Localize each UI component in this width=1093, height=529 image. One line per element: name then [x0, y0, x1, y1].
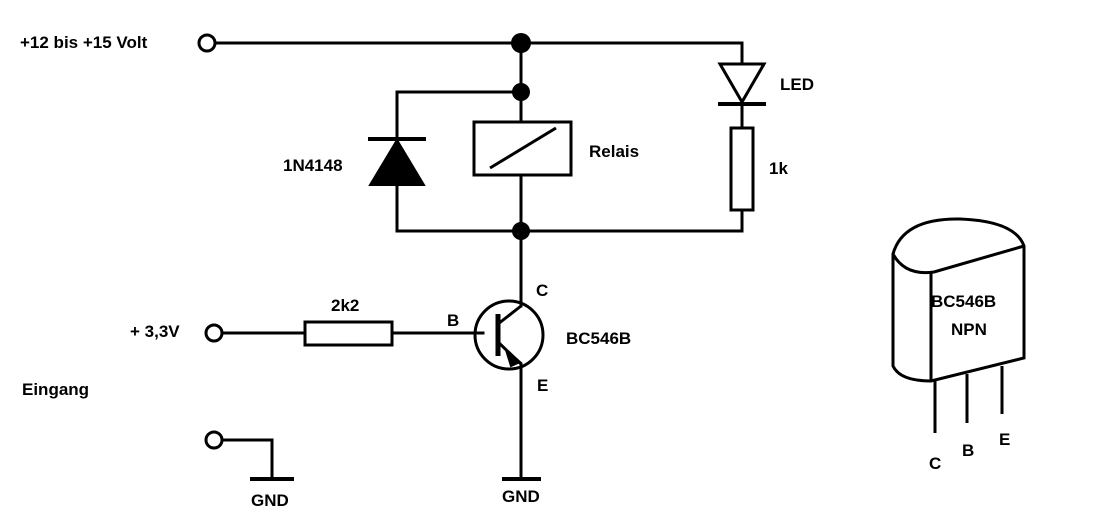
gnd-input-terminal [204, 430, 224, 450]
gnd-input-wire [220, 438, 274, 480]
base-resistor-label: 2k2 [331, 296, 360, 315]
supply-terminal [197, 33, 217, 53]
transistor-symbol [473, 299, 545, 371]
gnd-input-label: GND [251, 491, 289, 510]
diode-symbol [368, 137, 426, 186]
diode-body [368, 138, 426, 186]
led-body [717, 62, 767, 105]
junction-dot-relay-bottom [512, 222, 530, 240]
input-label: Eingang [22, 380, 90, 399]
led-resistor [729, 126, 755, 212]
diode-label: 1N4148 [283, 156, 343, 175]
led-label: LED [780, 75, 814, 94]
transistor-collector-lead [497, 304, 522, 326]
emitter-label: E [537, 376, 549, 395]
transistor-label: BC546B [566, 329, 632, 348]
package-polarity-label: NPN [951, 320, 987, 339]
led-resistor-label: 1k [769, 159, 788, 178]
junction-dot-relay-top [512, 83, 530, 101]
package-type-label: BC546B [931, 292, 997, 311]
collector-label: C [536, 281, 549, 300]
transistor-package [891, 217, 1026, 433]
package-pin-e-label: E [999, 430, 1011, 449]
led-symbol [717, 62, 767, 106]
supply-voltage-label: +12 bis +15 Volt [20, 33, 148, 52]
relay-coil [472, 120, 573, 177]
relay-label: Relais [589, 142, 640, 161]
transistor-circle [473, 299, 545, 371]
relay-coil-slash [489, 126, 557, 170]
package-top-edge [891, 244, 1025, 275]
input-terminal [204, 323, 224, 343]
junction-dot-top [511, 33, 531, 53]
package-pin-c-label: C [929, 454, 942, 473]
base-resistor [303, 320, 394, 347]
input-voltage-label: + 3,3V [130, 322, 180, 341]
gnd-emitter-label: GND [502, 487, 540, 506]
package-outline [891, 217, 1026, 383]
base-label: B [447, 311, 460, 330]
package-pin-b-label: B [962, 441, 975, 460]
transistor-emitter-arrow [504, 346, 522, 368]
